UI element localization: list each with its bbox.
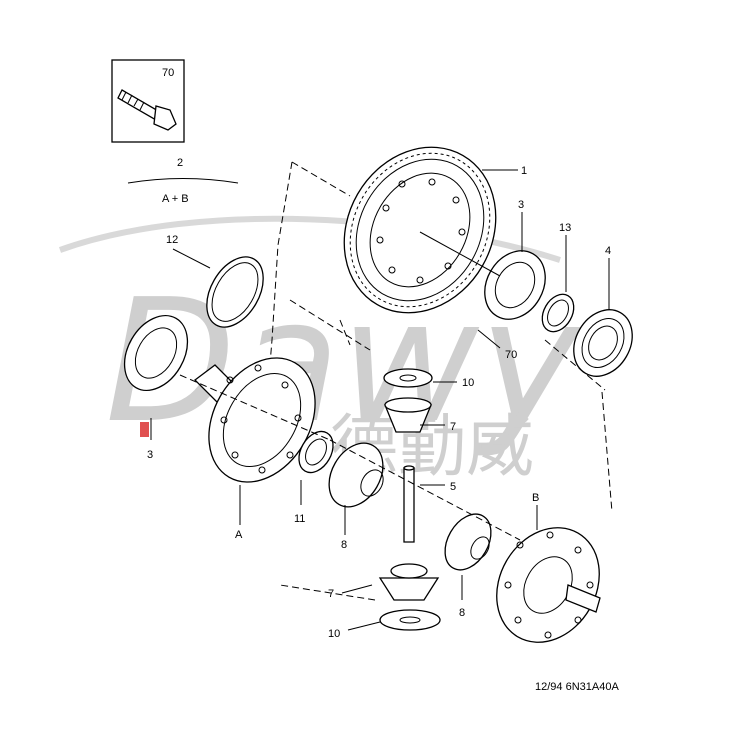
callout-a: A bbox=[235, 529, 243, 541]
leader-lines bbox=[150, 169, 610, 631]
callout-12: 12 bbox=[166, 234, 178, 246]
callout-5: 5 bbox=[450, 481, 456, 493]
callout-8-left: 8 bbox=[341, 539, 347, 551]
callout-11: 11 bbox=[294, 513, 305, 525]
seal-4 bbox=[573, 309, 633, 377]
housing-b bbox=[496, 527, 601, 643]
washer-11 bbox=[298, 430, 334, 474]
callout-7-bottom: 7 bbox=[328, 588, 334, 600]
washer-10-bottom bbox=[379, 609, 441, 631]
pinion-7-bottom bbox=[378, 563, 440, 601]
callout-8-right: 8 bbox=[459, 607, 465, 619]
bearing-right bbox=[484, 250, 546, 320]
ring-12 bbox=[206, 256, 264, 328]
callout-3-left: 3 bbox=[147, 449, 153, 461]
legend-number: 2 bbox=[177, 157, 183, 169]
inset-bolt-ref: 70 bbox=[162, 67, 174, 79]
highlight-marker bbox=[140, 422, 149, 437]
callout-3-right: 3 bbox=[518, 199, 524, 211]
housing-a bbox=[194, 357, 316, 483]
callout-10-top: 10 bbox=[462, 377, 474, 389]
callouts: 1 3 13 4 12 3 70 10 7 5 11 8 A B 7 8 10 bbox=[147, 165, 611, 640]
callout-b: B bbox=[532, 492, 539, 504]
callout-10-bottom: 10 bbox=[328, 628, 340, 640]
washer-10-top bbox=[383, 368, 433, 388]
assembly-frame bbox=[261, 161, 613, 601]
bearing-left bbox=[123, 314, 189, 437]
bolt-inset: 70 bbox=[111, 59, 185, 143]
drawing-code: 12/94 6N31A40A bbox=[535, 681, 619, 693]
shaft-5 bbox=[403, 465, 415, 543]
legend: 2 A + B bbox=[127, 157, 239, 205]
side-gear-left bbox=[328, 442, 384, 508]
side-gear-right bbox=[444, 513, 492, 571]
inset-frame bbox=[111, 59, 185, 143]
legend-formula: A + B bbox=[162, 193, 189, 205]
bolt-icon bbox=[117, 89, 177, 131]
callout-70: 70 bbox=[505, 349, 517, 361]
shim-13 bbox=[541, 293, 575, 333]
callout-1: 1 bbox=[521, 165, 527, 177]
pinion-7-top bbox=[384, 397, 432, 433]
callout-4: 4 bbox=[605, 245, 611, 257]
callout-7-top: 7 bbox=[450, 421, 456, 433]
callout-13: 13 bbox=[559, 222, 571, 234]
